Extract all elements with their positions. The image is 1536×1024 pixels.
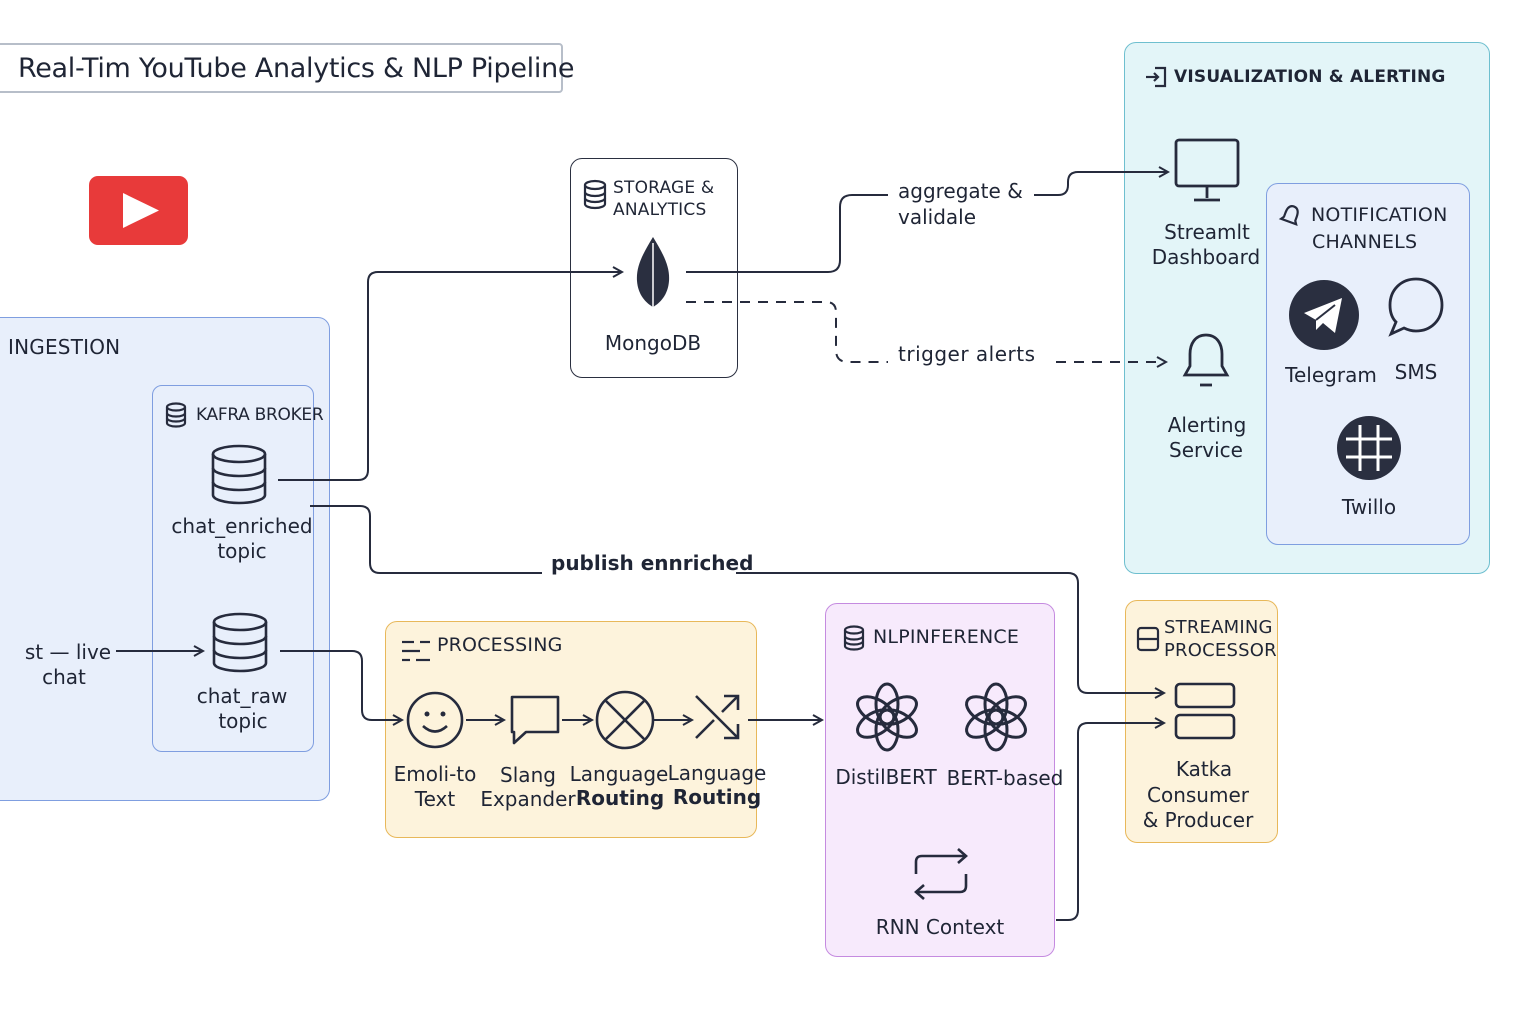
raw-topic-label-1: chat_raw (196, 684, 288, 708)
edge-label-aggregate: aggregate & (898, 179, 1023, 203)
edge-mongodb-to-alerts (686, 301, 888, 363)
database-icon (165, 402, 187, 428)
streaming-title-2: PROCESSOR (1164, 640, 1277, 661)
kafka-broker-title: KAFRA BROKER (196, 405, 324, 425)
title-box (0, 43, 563, 93)
kafka-label-2: Consumer (1147, 783, 1249, 807)
enriched-topic-database-icon (211, 444, 267, 505)
notification-icon (1278, 205, 1299, 227)
nlp-title: NLPINFERENCE (873, 626, 1020, 648)
notification-group (1266, 183, 1470, 545)
shuffle-icon (695, 694, 740, 740)
enriched-topic-label-1: chat_enriched (171, 514, 313, 538)
twilio-icon (1337, 416, 1401, 480)
storage-title-1: STORAGE & (613, 178, 715, 198)
database-icon (583, 179, 607, 210)
alerting-label-2: Service (1169, 438, 1243, 462)
monitor-icon (1174, 138, 1240, 202)
server-rack-icon (1174, 682, 1236, 740)
mongodb-leaf-icon (636, 237, 670, 315)
distilbert-label: DistilBERT (835, 765, 937, 789)
bert-based-label: BERT-based (946, 766, 1064, 790)
dashboard-label-2: Dashboard (1151, 245, 1261, 269)
sms-bubble-icon (1388, 277, 1444, 337)
step-routing-2-label-1: Language (667, 761, 767, 785)
edge-publish-enriched (310, 505, 542, 574)
raw-topic-label-2: topic (218, 709, 268, 733)
edge-label-publish: publish ennriched (551, 551, 754, 575)
server-icon (1136, 626, 1160, 652)
mongodb-label: MongoDB (604, 331, 702, 355)
ingestion-title: INGESTION (8, 335, 121, 359)
step-slang-label-1: Slang (500, 763, 556, 787)
openai-knot-icon (965, 682, 1027, 752)
step-routing-1-label-2: Routing (575, 786, 665, 810)
page-title: Real-Tim YouTube Analytics & NLP Pipelin… (18, 53, 575, 84)
smiley-icon (406, 691, 464, 749)
edge-enriched-to-mongodb (278, 272, 622, 481)
twilio-label: Twillo (1341, 495, 1397, 519)
processing-title: PROCESSING (437, 634, 563, 656)
edge-raw-to-processing (280, 650, 402, 720)
telegram-label: Telegram (1285, 363, 1377, 387)
openai-knot-icon (856, 682, 918, 752)
alerting-label-1: Alerting (1167, 413, 1247, 437)
dashboard-label-1: Streamlt (1164, 220, 1250, 244)
sms-label: SMS (1394, 360, 1438, 384)
telegram-icon (1289, 280, 1359, 350)
raw-topic-database-icon (212, 612, 268, 673)
processing-group (385, 621, 757, 838)
edge-nlp-to-streaming (1056, 723, 1164, 921)
kafka-label-3: & Producer (1142, 808, 1254, 832)
live-chat-label-1: st — live (24, 640, 112, 664)
database-icon (843, 625, 865, 651)
notification-title-1: NOTIFICATION (1311, 204, 1448, 226)
streaming-title-1: STREAMING (1164, 617, 1273, 638)
storage-title-2: ANALYTICS (613, 200, 707, 220)
kafka-label-1: Katka (1175, 757, 1233, 781)
bell-icon (1182, 333, 1230, 387)
youtube-logo-icon (89, 176, 188, 245)
chat-bubble-icon (510, 695, 560, 745)
notification-title-2: CHANNELS (1312, 231, 1418, 253)
visualization-title: VISUALIZATION & ALERTING (1174, 67, 1446, 87)
step-emoji-label-2: Text (414, 787, 456, 811)
edge-mongodb-to-dashboard (686, 194, 888, 273)
step-routing-1-label-1: Language (569, 762, 669, 786)
step-routing-2-label-2: Routing (672, 785, 762, 809)
list-icon (402, 640, 430, 662)
live-chat-label-2: chat (42, 665, 86, 689)
login-icon (1146, 66, 1167, 88)
circle-x-icon (595, 690, 655, 750)
refresh-loop-icon (914, 848, 968, 900)
step-emoji-label-1: Emoli-to (393, 762, 477, 786)
step-slang-label-2: Expander (480, 787, 576, 811)
streaming-group (1125, 600, 1278, 843)
rnn-context-label: RNN Context (875, 915, 1005, 939)
enriched-topic-label-2: topic (217, 539, 267, 563)
edge-label-validate: validale (898, 205, 977, 229)
edge-label-trigger: trigger alerts (898, 342, 1036, 366)
nlp-group (825, 603, 1055, 957)
